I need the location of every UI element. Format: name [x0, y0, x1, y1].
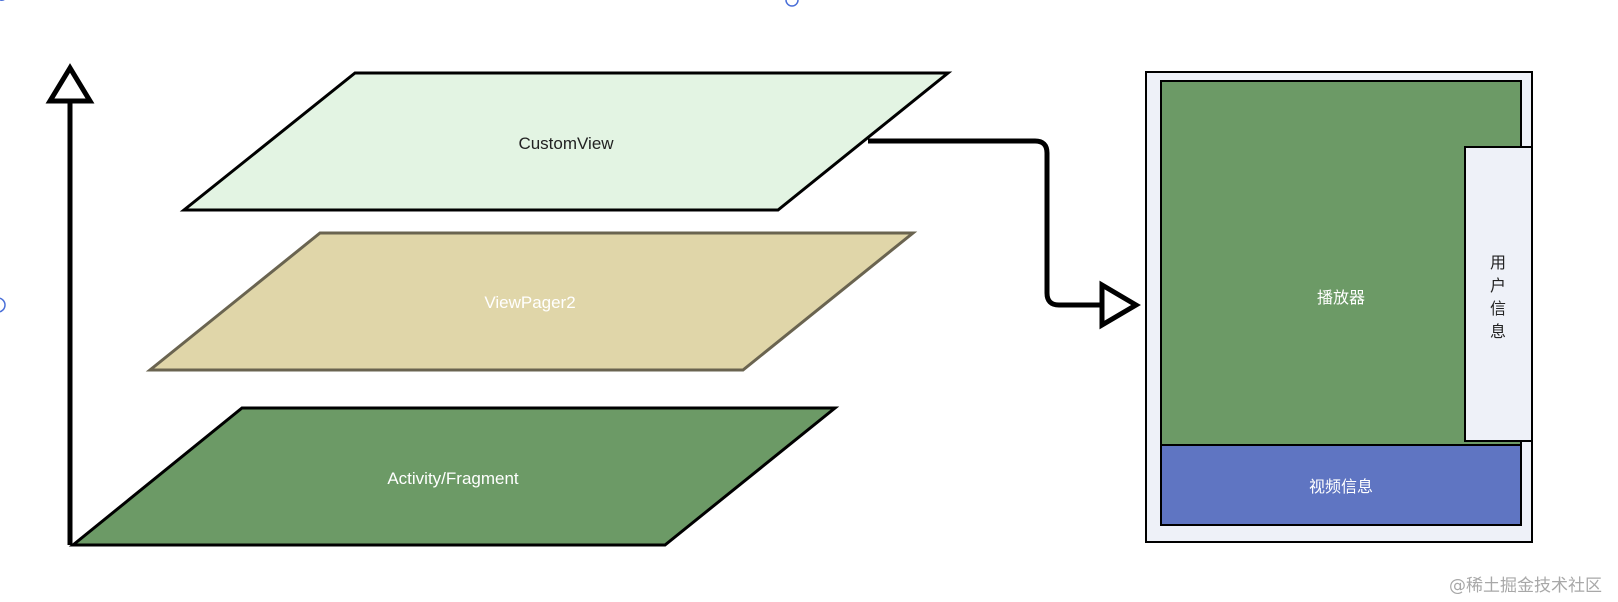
layer-activity-fragment-label: Activity/Fragment: [387, 469, 519, 488]
edge-connector-left: [0, 297, 6, 313]
user-info-char-4: 息: [1490, 322, 1506, 341]
watermark: @稀土掘金技术社区: [1449, 576, 1602, 596]
layer-viewpager2-label: ViewPager2: [484, 293, 575, 312]
layer-customview: [179, 71, 953, 212]
video-info-bar: [1160, 444, 1522, 526]
player-label: 播放器: [1317, 288, 1365, 307]
video-info-label: 视频信息: [1309, 477, 1373, 496]
user-info-panel: [1464, 146, 1533, 442]
user-info-char-2: 户: [1490, 276, 1506, 295]
customview-connector-line: [868, 138, 1100, 308]
layer-activity-fragment: [68, 406, 840, 547]
edge-connector-top: [785, 0, 799, 7]
layer-customview-label: CustomView: [518, 134, 614, 153]
user-info-char-3: 信: [1490, 299, 1506, 318]
player-area: [1160, 80, 1522, 446]
z-axis-arrowhead: [45, 63, 95, 104]
user-info-char-1: 用: [1490, 253, 1506, 272]
layer-viewpager2: [145, 231, 918, 372]
customview-connector-arrowhead: [1099, 280, 1141, 330]
